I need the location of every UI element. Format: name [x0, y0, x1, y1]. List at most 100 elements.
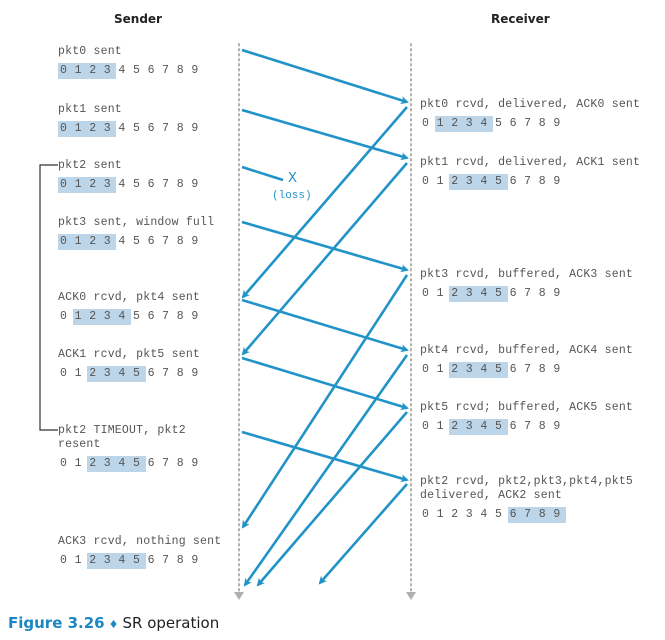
sequence-number: 2 [87, 553, 102, 569]
sequence-number: 4 [118, 235, 126, 248]
sequence-number: 3 [463, 286, 479, 302]
sequence-number: 0 [60, 554, 67, 567]
sequence-number: 8 [538, 175, 546, 188]
receiver-event-label: pkt1 rcvd, delivered, ACK1 sent [420, 156, 641, 169]
sequence-number: 7 [524, 117, 532, 130]
sequence-number: 1 [74, 457, 82, 470]
loss-label: (loss) [272, 190, 312, 202]
sequence-number: 0 [60, 457, 67, 470]
figure-number: Figure 3.26 [8, 614, 105, 632]
receiver-event-label: pkt0 rcvd, delivered, ACK0 sent [420, 98, 641, 111]
sequence-number: 6 [147, 310, 155, 323]
sequence-number: 9 [191, 235, 199, 248]
arrow-pkt2 [241, 165, 284, 182]
arrow-ack3 [241, 274, 409, 529]
arrow-pkt4 [241, 298, 409, 353]
sequence-number: 8 [538, 287, 546, 300]
sender-event-label: pkt0 sent [58, 45, 122, 58]
sequence-number: 3 [101, 366, 117, 382]
sender-timeline-arrowhead [234, 592, 244, 600]
sequence-number: 9 [191, 64, 199, 77]
sequence-number: 1 [72, 234, 88, 250]
sequence-number: 1 [436, 175, 444, 188]
sequence-number: 7 [162, 367, 170, 380]
sequence-number: 5 [492, 286, 508, 302]
sender-title: Sender [114, 12, 162, 26]
receiver-event-label: pkt4 rcvd, buffered, ACK4 sent [420, 344, 634, 357]
sequence-number: 7 [524, 420, 532, 433]
sequence-number: 0 [58, 121, 73, 137]
sequence-number: 7 [162, 554, 170, 567]
arrow-pkt5 [241, 356, 409, 411]
sequence-number: 4 [118, 64, 126, 77]
sequence-number: 1 [436, 287, 444, 300]
sequence-number: 5 [130, 366, 146, 382]
sequence-number: 3 [101, 63, 117, 79]
sequence-number: 5 [494, 117, 502, 130]
sequence-number: 5 [132, 64, 140, 77]
sequence-number: 0 [60, 367, 67, 380]
sequence-number: 0 [58, 177, 73, 193]
sequence-number: 2 [87, 63, 102, 79]
sequence-number: 3 [463, 362, 479, 378]
sequence-number: 9 [553, 287, 561, 300]
sequence-number: 0 [422, 508, 429, 521]
sequence-number: 4 [118, 122, 126, 135]
sequence-number: 1 [434, 116, 450, 132]
sequence-number: 6 [147, 235, 155, 248]
sequence-number: 8 [536, 507, 552, 523]
sequence-number: 6 [509, 117, 517, 130]
sequence-number: 8 [538, 117, 546, 130]
sequence-number: 8 [176, 178, 184, 191]
sequence-number: 5 [132, 178, 140, 191]
sequence-number: 9 [191, 367, 199, 380]
sequence-number: 8 [176, 457, 184, 470]
sequence-number: 6 [509, 363, 517, 376]
sequence-number: 4 [478, 174, 493, 190]
sender-event-label: pkt3 sent, window full [58, 216, 215, 229]
sequence-number: 6 [147, 122, 155, 135]
sequence-number: 2 [449, 286, 464, 302]
sequence-number: 1 [436, 508, 444, 521]
sequence-number: 8 [176, 235, 184, 248]
sequence-number: 5 [492, 174, 508, 190]
sequence-number: 6 [509, 287, 517, 300]
sequence-number: 4 [116, 456, 131, 472]
sender-event-label: ACK3 rcvd, nothing sent [58, 535, 222, 548]
sequence-number: 4 [116, 309, 131, 325]
message-arrows [241, 48, 409, 587]
sequence-number: 5 [132, 122, 140, 135]
sequence-number: 5 [492, 362, 508, 378]
sequence-number: 7 [524, 287, 532, 300]
sequence-number: 0 [58, 63, 73, 79]
sequence-number: 8 [538, 420, 546, 433]
sequence-number: 7 [162, 310, 170, 323]
arrow-ack1 [241, 162, 408, 356]
arrow-ack5 [256, 411, 408, 587]
sequence-number: 6 [147, 554, 155, 567]
sequence-number: 8 [176, 367, 184, 380]
sequence-number: 1 [72, 63, 88, 79]
sequence-number: 3 [463, 116, 479, 132]
sequence-number: 4 [116, 553, 131, 569]
sequence-number: 0 [422, 175, 429, 188]
receiver-title: Receiver [491, 12, 550, 26]
receiver-event-label: pkt5 rcvd; buffered, ACK5 sent [420, 401, 634, 414]
arrow-pkt1 [241, 108, 409, 161]
sequence-number: 5 [492, 419, 508, 435]
receiver-event-label: pkt3 rcvd, buffered, ACK3 sent [420, 268, 634, 281]
arrow-pkt2-resend [241, 430, 409, 483]
sequence-number: 4 [478, 419, 493, 435]
sequence-number: 7 [524, 363, 532, 376]
sequence-number: 2 [87, 366, 102, 382]
sequence-number: 3 [101, 456, 117, 472]
